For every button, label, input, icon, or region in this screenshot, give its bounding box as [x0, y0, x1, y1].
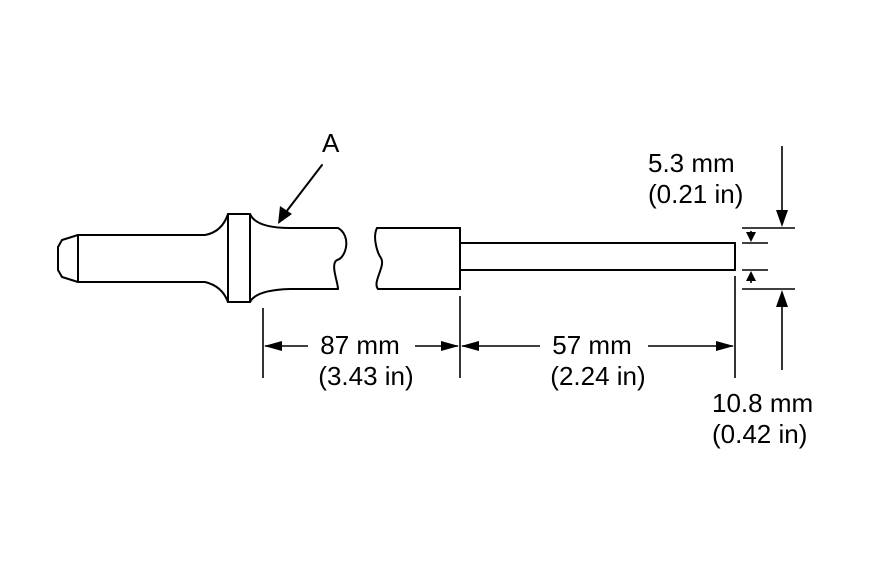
tool-shank-right	[374, 227, 461, 290]
pin-length-metric: 57 mm	[552, 330, 631, 360]
break-line-left	[333, 227, 348, 290]
break-line-right	[374, 227, 384, 290]
callout-a-leader	[278, 164, 323, 224]
callout-a-label: A	[322, 128, 340, 158]
shank-diameter-metric: 10.8 mm	[712, 388, 813, 418]
shank-diameter-imperial: (0.42 in)	[712, 419, 807, 449]
pin-diameter-metric: 5.3 mm	[648, 148, 735, 178]
pin-length-imperial: (2.24 in)	[550, 361, 645, 391]
length-dimension-lines	[262, 276, 736, 378]
tool-shank-left	[57, 213, 348, 303]
pin-diameter-imperial: (0.21 in)	[648, 179, 743, 209]
diameter-dimension-lines	[742, 146, 795, 370]
tool-pin	[459, 242, 736, 271]
tool-tip	[57, 234, 79, 283]
shank-length-imperial: (3.43 in)	[318, 361, 413, 391]
shank-length-metric: 87 mm	[320, 330, 399, 360]
